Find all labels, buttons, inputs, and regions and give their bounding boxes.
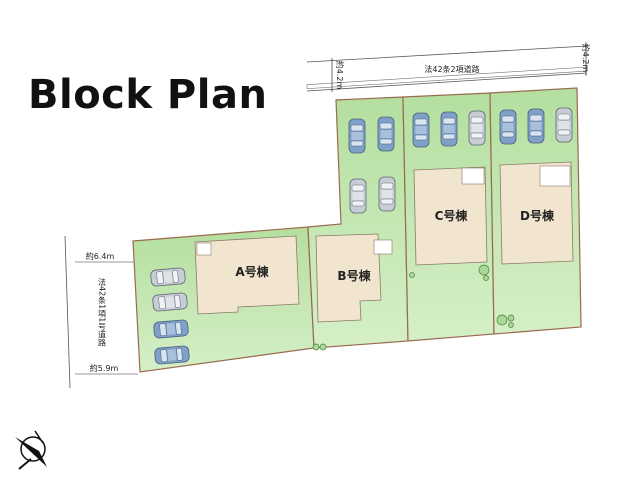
building-a-label: A号棟	[235, 264, 269, 279]
car	[149, 267, 187, 287]
building-b-label: B号棟	[337, 268, 371, 283]
car	[412, 112, 430, 148]
road-left-label: 法42条1項1号道路	[98, 277, 107, 346]
car	[348, 118, 366, 154]
car	[527, 108, 545, 144]
road-top-width-label-left: 約4.2m	[335, 61, 345, 90]
building-d: D号棟	[499, 161, 574, 265]
car	[499, 109, 517, 145]
building-c-label: C号棟	[435, 208, 469, 223]
car	[555, 107, 573, 143]
car	[349, 178, 367, 214]
road-top-curb	[306, 66, 588, 90]
car	[377, 116, 395, 152]
north-arrow-icon	[15, 430, 47, 470]
building-d-label: D号棟	[520, 208, 555, 223]
shrubs	[312, 264, 515, 351]
parking-lot-c	[412, 110, 486, 148]
road-top: 法42条2項道路 約4.2m 約4.2m	[306, 42, 591, 92]
page-title: Block Plan	[28, 72, 268, 118]
parking-lot-d	[499, 107, 573, 145]
building-c: C号棟	[413, 166, 488, 266]
car	[153, 345, 191, 365]
road-top-label: 法42条2項道路	[424, 64, 479, 74]
building-b: B号棟	[315, 233, 393, 323]
car	[378, 176, 396, 212]
car	[151, 292, 189, 312]
road-top-width-label: 約4.2m	[581, 44, 591, 73]
building-a: A号棟	[194, 235, 300, 315]
road-left-width-top: 約6.4m	[86, 251, 115, 261]
road-left: 約6.4m 約5.9m 法42条1項1号道路	[64, 235, 138, 389]
road-left-width-bottom: 約5.9m	[90, 363, 119, 373]
car	[440, 111, 458, 147]
car	[468, 110, 486, 146]
car	[152, 319, 190, 339]
